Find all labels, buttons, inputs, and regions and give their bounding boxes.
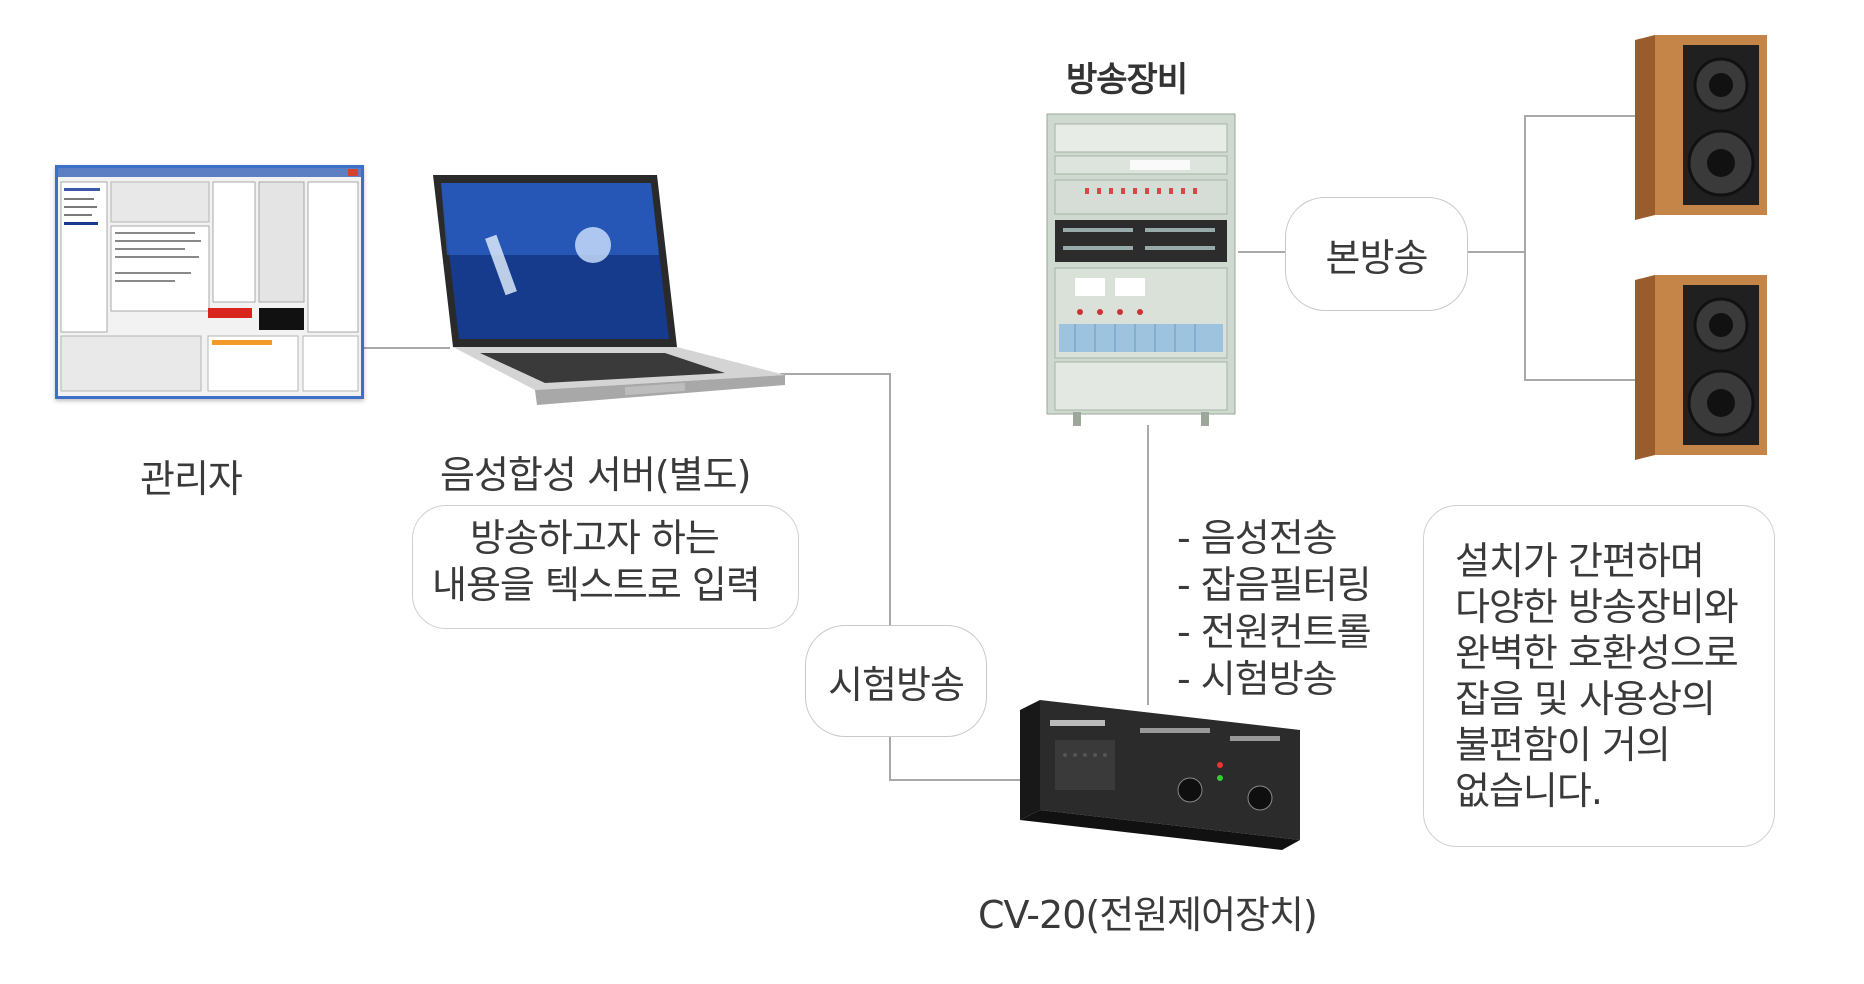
benefit-note-line: 완벽한 호환성으로 <box>1455 631 1739 675</box>
benefit-note-line: 없습니다. <box>1455 769 1603 813</box>
feature-item: - 시험방송 <box>1177 657 1338 701</box>
admin-software-window-icon <box>58 168 361 392</box>
benefit-note-box <box>1423 505 1775 847</box>
benefit-note-line: 불편함이 거의 <box>1455 723 1671 767</box>
feature-item: - 잡음필터링 <box>1177 563 1372 607</box>
tts-server-label: 음성합성 서버(별도) <box>440 453 751 497</box>
link-server-test <box>780 373 891 630</box>
broadcast-equipment-label: 방송장비 <box>1066 60 1188 100</box>
cv20-device-icon <box>1020 700 1315 875</box>
admin-label: 관리자 <box>140 457 243 501</box>
broadcast-rack-icon <box>1045 112 1237 432</box>
speaker-icon <box>1635 35 1770 220</box>
cv20-label: CV-20(전원제어장치) <box>978 893 1318 937</box>
main-broadcast-pill: 본방송 <box>1285 197 1468 311</box>
benefit-note-line: 설치가 간편하며 <box>1455 539 1705 583</box>
input-note-box <box>412 505 799 629</box>
test-broadcast-pill: 시험방송 <box>805 625 987 737</box>
speaker-icon <box>1635 275 1770 460</box>
input-note-line2: 내용을 텍스트로 입력 <box>432 563 761 607</box>
benefit-note-line: 다양한 방송장비와 <box>1455 585 1739 629</box>
link-test-cv20 <box>889 737 1020 781</box>
benefit-note-line: 잡음 및 사용상의 <box>1455 677 1716 721</box>
link-speakers-bracket <box>1524 115 1635 381</box>
feature-item: - 전원컨트롤 <box>1177 610 1372 654</box>
laptop-icon <box>425 175 785 435</box>
input-note-line1: 방송하고자 하는 <box>470 516 720 560</box>
feature-item: - 음성전송 <box>1177 516 1338 560</box>
admin-screen <box>55 165 364 399</box>
